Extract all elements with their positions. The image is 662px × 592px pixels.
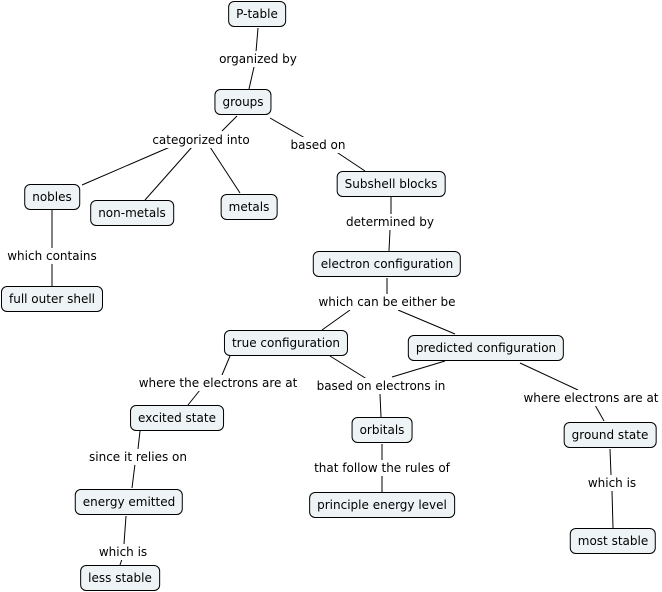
link-based-on-electrons-in: based on electrons in xyxy=(314,378,448,394)
concept-full-outer-shell[interactable]: full outer shell xyxy=(0,286,104,312)
link-that-follow-the-rules-of: that follow the rules of xyxy=(312,460,452,476)
link-which-is-less-stable: which is xyxy=(96,544,150,560)
concept-p-table[interactable]: P-table xyxy=(228,1,286,27)
link-determined-by: determined by xyxy=(344,214,436,230)
concept-less-stable[interactable]: less stable xyxy=(80,565,160,591)
concept-non-metals[interactable]: non-metals xyxy=(90,200,174,226)
concept-groups[interactable]: groups xyxy=(214,89,272,115)
link-which-contains: which contains xyxy=(5,248,99,264)
concept-orbitals[interactable]: orbitals xyxy=(351,417,413,443)
link-organized-by: organized by xyxy=(217,51,299,67)
link-based-on: based on xyxy=(288,137,348,153)
concept-electron-configuration[interactable]: electron configuration xyxy=(312,251,462,277)
concept-nobles[interactable]: nobles xyxy=(24,184,80,210)
concept-subshell-blocks[interactable]: Subshell blocks xyxy=(336,171,446,197)
concept-ground-state[interactable]: ground state xyxy=(563,422,657,448)
link-where-the-electrons-are-at: where the electrons are at xyxy=(136,375,300,391)
link-categorized-into: categorized into xyxy=(150,132,252,148)
concept-excited-state[interactable]: excited state xyxy=(130,405,224,431)
concept-true-configuration[interactable]: true configuration xyxy=(223,330,349,356)
concept-most-stable[interactable]: most stable xyxy=(569,528,657,554)
concept-predicted-configuration[interactable]: predicted configuration xyxy=(407,335,565,361)
link-which-can-be-either-be: which can be either be xyxy=(316,294,458,310)
concept-energy-emitted[interactable]: energy emitted xyxy=(74,489,184,515)
concept-metals[interactable]: metals xyxy=(220,194,278,220)
link-which-is-most-stable: which is xyxy=(585,475,639,491)
concept-principle-energy-level[interactable]: principle energy level xyxy=(309,492,455,518)
link-since-it-relies-on: since it relies on xyxy=(87,449,189,465)
link-where-electrons-are-at: where electrons are at xyxy=(521,390,661,406)
